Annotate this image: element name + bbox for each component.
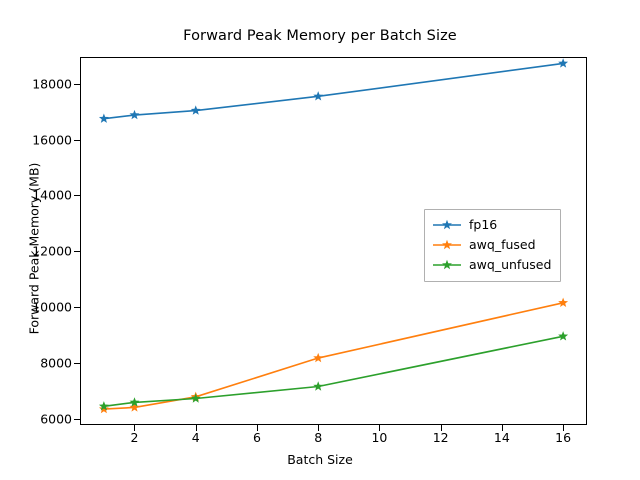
- chart-legend: fp16 awq_fused awq_unfused: [424, 209, 562, 282]
- legend-label: awq_fused: [469, 237, 536, 252]
- x-tick-mark: [134, 425, 136, 431]
- y-tick-label: 12000: [32, 243, 72, 259]
- y-tick-label: 14000: [32, 187, 72, 203]
- legend-item-awq_unfused: awq_unfused: [432, 255, 551, 275]
- y-axis-label: Forward Peak Memory (MB): [26, 162, 42, 335]
- data-point-marker: [190, 105, 201, 115]
- data-point-marker: [129, 109, 140, 120]
- data-point-marker: [313, 352, 324, 363]
- data-point-marker: [558, 331, 569, 341]
- y-tick-mark: [74, 306, 80, 308]
- data-point-marker: [98, 401, 109, 411]
- legend-label: awq_unfused: [469, 257, 552, 272]
- x-tick-label: 16: [555, 430, 572, 445]
- plot-lines-layer: [98, 58, 569, 414]
- y-tick-label: 16000: [32, 132, 72, 148]
- x-tick-label: 12: [432, 430, 449, 445]
- x-tick-label: 8: [314, 430, 323, 445]
- legend-swatch-icon: [432, 218, 462, 232]
- x-axis-label: Batch Size: [287, 452, 353, 467]
- y-tick-mark: [74, 251, 80, 253]
- legend-label: fp16: [469, 217, 498, 232]
- y-tick-mark: [74, 195, 80, 197]
- x-tick-mark: [563, 425, 565, 431]
- legend-item-awq_fused: awq_fused: [432, 235, 551, 255]
- legend-swatch-icon: [432, 238, 462, 252]
- x-tick-mark: [440, 425, 442, 431]
- y-tick-label: 6000: [40, 411, 72, 427]
- y-tick-label: 18000: [32, 76, 72, 92]
- x-tick-label: 6: [252, 430, 261, 445]
- data-point-marker: [98, 113, 109, 123]
- x-tick-label: 14: [493, 430, 510, 445]
- x-tick-mark: [195, 425, 197, 431]
- x-tick-mark: [256, 425, 258, 431]
- y-tick-mark: [74, 139, 80, 141]
- data-point-marker: [129, 402, 140, 412]
- legend-item-fp16: fp16: [432, 215, 551, 235]
- data-point-marker: [98, 403, 109, 414]
- x-tick-mark: [379, 425, 381, 431]
- x-tick-label: 2: [130, 430, 139, 445]
- data-point-marker: [558, 58, 569, 68]
- x-tick-label: 4: [191, 430, 200, 445]
- data-point-marker: [313, 91, 324, 101]
- y-tick-mark: [74, 83, 80, 85]
- series-awq_unfused: [98, 331, 569, 411]
- y-tick-label: 10000: [32, 299, 72, 315]
- y-tick-label: 8000: [40, 355, 72, 371]
- legend-swatch-icon: [432, 258, 462, 272]
- y-axis-ticks: 6000 8000 10000 12000 14000 16000 18000: [0, 0, 80, 480]
- x-tick-label: 10: [371, 430, 388, 445]
- plot-area-frame: [80, 57, 587, 425]
- y-tick-mark: [74, 362, 80, 364]
- x-tick-mark: [318, 425, 320, 431]
- y-tick-mark: [74, 418, 80, 420]
- data-point-marker: [129, 397, 140, 407]
- x-tick-mark: [501, 425, 503, 431]
- data-point-marker: [313, 381, 324, 391]
- series-fp16: [98, 58, 569, 123]
- chart-title: Forward Peak Memory per Batch Size: [183, 28, 457, 44]
- data-point-marker: [558, 297, 569, 308]
- data-point-marker: [190, 393, 201, 403]
